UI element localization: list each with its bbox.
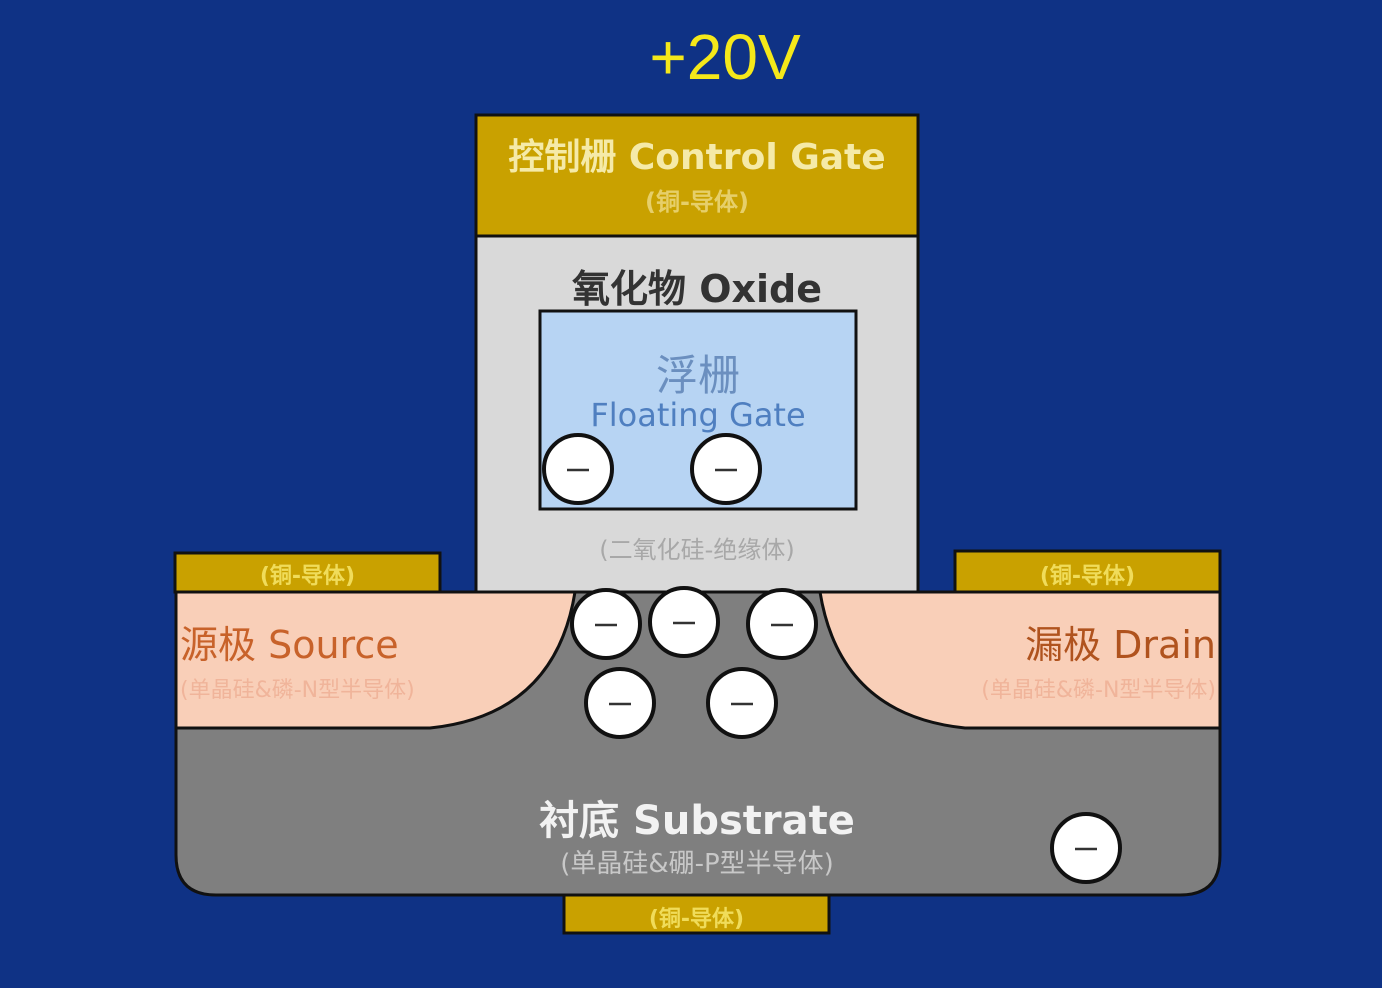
floating-gate-label-en: Floating Gate — [590, 396, 806, 434]
oxide-material: (二氧化硅-绝缘体) — [599, 536, 795, 564]
source-region — [174, 590, 577, 730]
drain-region — [818, 590, 1222, 730]
control-gate-material: (铜-导体) — [645, 188, 749, 216]
voltage-label: +20V — [649, 21, 801, 93]
source-contact-label: (铜-导体) — [259, 564, 356, 589]
drain-label: 漏极 Drain — [1025, 623, 1216, 667]
control-gate-block — [474, 113, 920, 238]
source-material: (单晶硅&磷-N型半导体) — [180, 678, 415, 703]
control-gate-label: 控制栅 Control Gate — [508, 137, 886, 178]
substrate-contact-pad — [562, 893, 831, 935]
oxide-label: 氧化物 Oxide — [571, 267, 823, 311]
substrate-material: (单晶硅&硼-P型半导体) — [560, 849, 834, 879]
source-label: 源极 Source — [180, 623, 399, 667]
drain-material: (单晶硅&磷-N型半导体) — [981, 678, 1216, 703]
floating-gate-label-cn: 浮栅 — [655, 351, 740, 400]
substrate-contact-label: (铜-导体) — [648, 907, 745, 932]
drain-contact-label: (铜-导体) — [1039, 564, 1136, 589]
substrate-label: 衬底 Substrate — [539, 798, 855, 844]
source-contact-pad — [173, 551, 442, 594]
